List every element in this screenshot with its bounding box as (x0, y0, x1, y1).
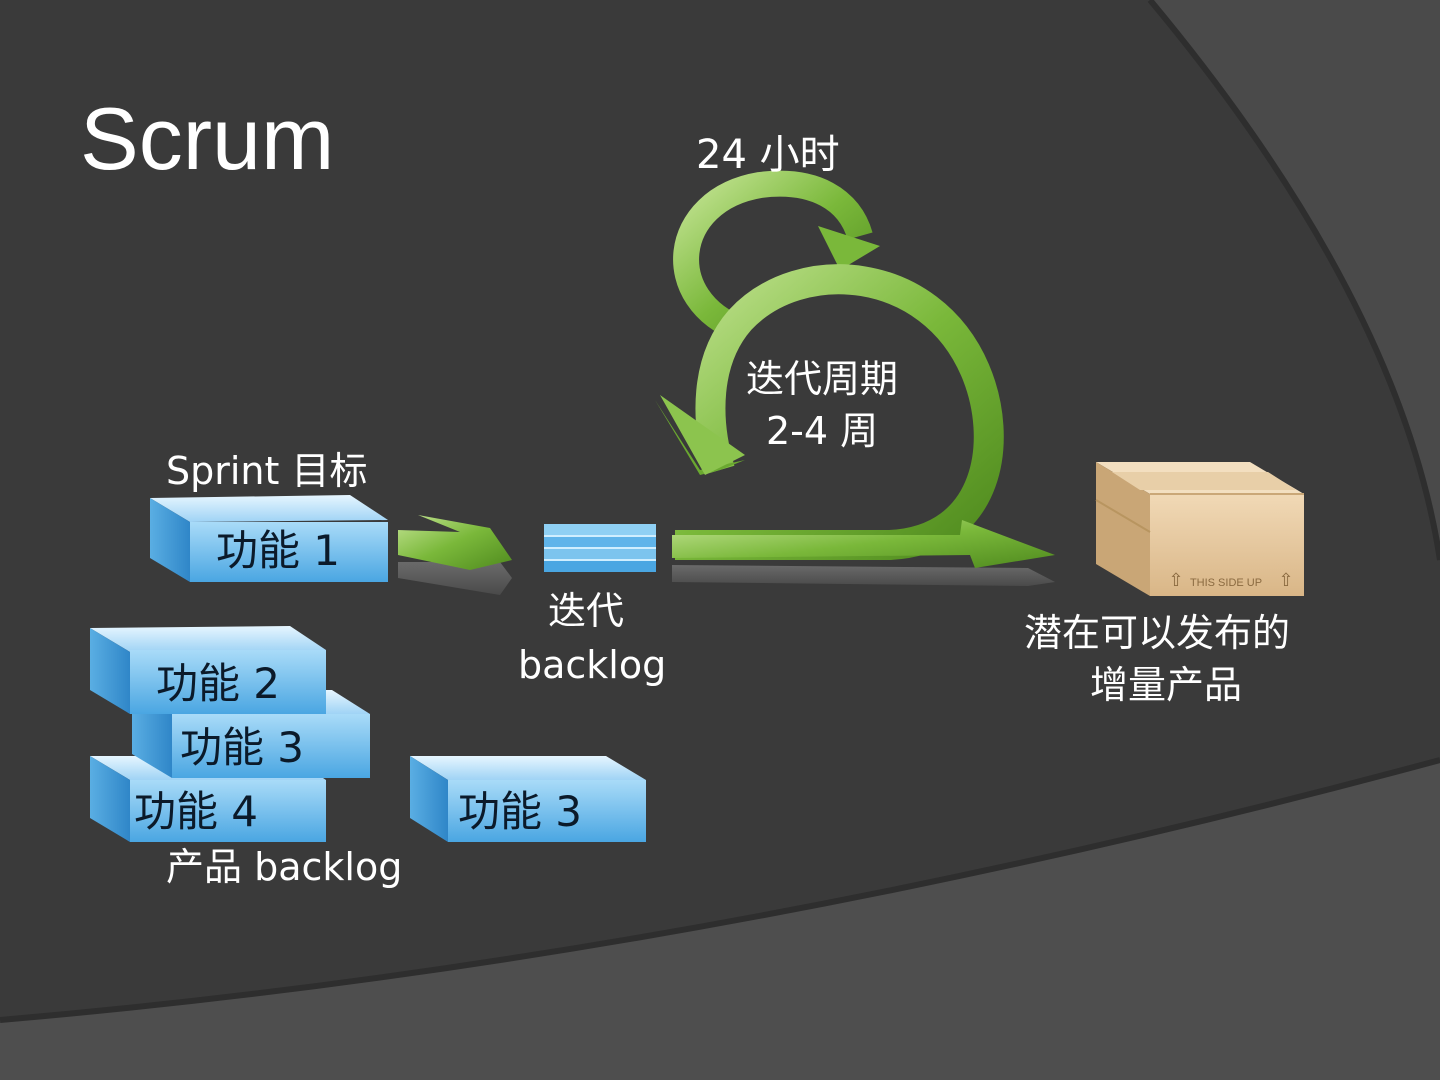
product-backlog-label: 产品 backlog (166, 845, 403, 889)
iteration-cycle-arrow (655, 264, 1004, 560)
increment-label-1: 潜在可以发布的 (1024, 611, 1291, 655)
sprint-goal-label: Sprint 目标 (166, 449, 368, 493)
slide-title: Scrum (80, 89, 335, 188)
release-arrow (672, 520, 1055, 586)
daily-cycle-label: 24 小时 (696, 132, 840, 178)
increment-label-2: 增量产品 (1090, 663, 1243, 707)
feature-block-4: 功能 4 (90, 756, 326, 842)
sprint-backlog-label-1: 迭代 (548, 589, 625, 633)
background-arc-right (1150, 0, 1440, 560)
iteration-cycle-label-1: 迭代周期 (746, 357, 899, 401)
product-increment-box: THIS SIDE UP ⇧ ⇧ (1095, 462, 1304, 596)
feature-label: 功能 3 (458, 787, 582, 836)
feature-block-3b: 功能 3 (410, 756, 646, 842)
box-caption: THIS SIDE UP (1190, 577, 1262, 589)
feature-label: 功能 1 (216, 526, 340, 575)
daily-cycle-arrow (673, 170, 880, 343)
background-arc-bottom (0, 760, 1440, 1080)
feature-label: 功能 2 (156, 659, 280, 708)
iteration-cycle-label-2: 2-4 周 (766, 409, 879, 453)
up-arrow-icon: ⇧ (1278, 570, 1293, 591)
sprint-backlog-stack (544, 524, 656, 572)
sprint-backlog-label-2: backlog (518, 643, 667, 687)
feature-label: 功能 4 (134, 787, 258, 836)
up-arrow-icon: ⇧ (1168, 570, 1183, 591)
sprint-arrow (398, 515, 512, 595)
feature-label: 功能 3 (180, 723, 304, 772)
feature-block-sprint: 功能 1 (150, 495, 388, 582)
feature-block-2: 功能 2 (90, 626, 326, 714)
